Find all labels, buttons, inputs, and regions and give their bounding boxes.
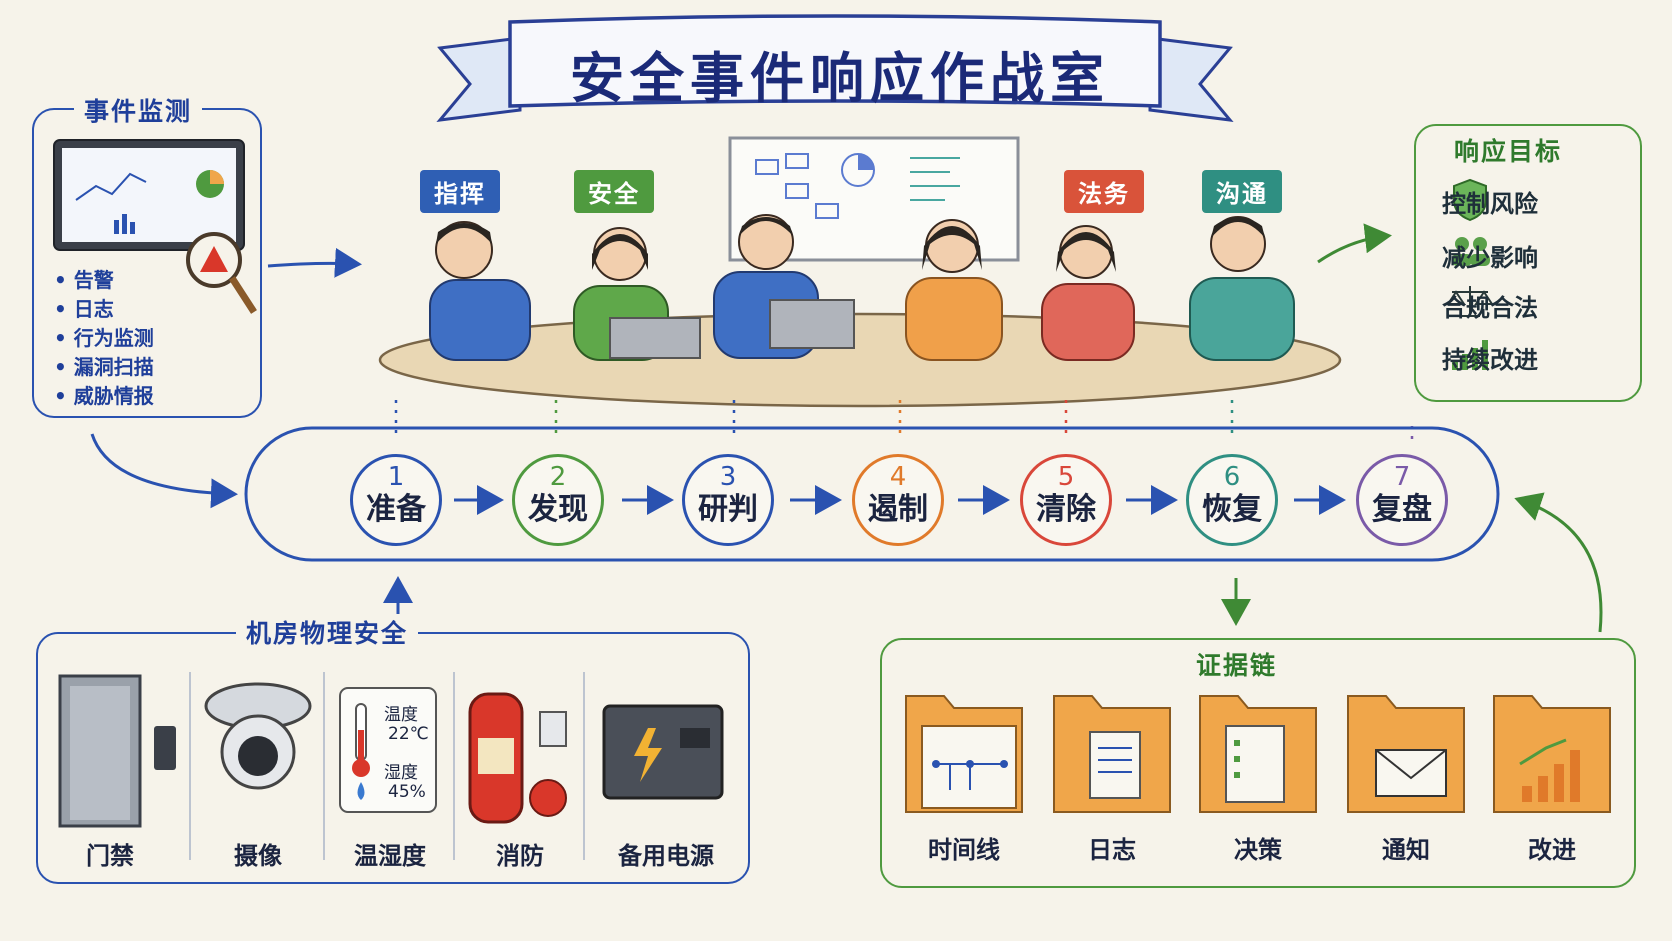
step-number: 3 (719, 462, 737, 492)
step-label: 复盘 (1372, 492, 1432, 527)
page-title: 安全事件响应作战室 (570, 47, 1110, 110)
shield-icon (1453, 178, 1487, 222)
evidence-label-decision: 决策 (1234, 836, 1282, 864)
goal-item: 控制风险 (1442, 190, 1538, 218)
step-eradicate: 5 清除 (1020, 454, 1112, 546)
physical-label-access: 门禁 (86, 842, 134, 870)
monitoring-item: 日志 (54, 295, 154, 324)
goal-item: 持续改进 (1442, 346, 1538, 374)
monitoring-list: 告警 日志 行为监测 漏洞扫描 威胁情报 (54, 266, 154, 411)
step-label: 清除 (1036, 492, 1096, 527)
role-tag-legal: 法务 (1064, 170, 1144, 213)
people-icon (1452, 237, 1490, 266)
humidity-label: 湿度 (384, 763, 418, 783)
step-prepare: 1 准备 (350, 454, 442, 546)
step-recover: 6 恢复 (1186, 454, 1278, 546)
step-label: 遏制 (868, 492, 928, 527)
goal-item: 合规合法 (1442, 294, 1538, 322)
evidence-panel (880, 638, 1636, 888)
title-banner (436, 14, 1234, 122)
temperature-value: 22℃ (388, 724, 429, 744)
evidence-folders (905, 695, 1611, 813)
monitoring-item: 威胁情报 (54, 382, 154, 411)
step-number: 5 (1057, 462, 1075, 492)
physical-label-camera: 摄像 (234, 842, 282, 870)
flow-arrows (90, 223, 1603, 633)
physical-label-fire: 消防 (496, 842, 544, 870)
power-generator-icon (602, 704, 724, 800)
role-tag-command: 指挥 (420, 170, 500, 213)
step-number: 2 (549, 462, 567, 492)
evidence-label-timeline: 时间线 (928, 836, 1000, 864)
step-number: 4 (889, 462, 907, 492)
person-commander (429, 221, 531, 361)
person-legal (1041, 225, 1135, 361)
step-number: 6 (1223, 462, 1241, 492)
physical-label-env: 温湿度 (354, 842, 426, 870)
physical-icons (58, 672, 724, 860)
monitoring-item: 告警 (54, 266, 154, 295)
person-security (573, 227, 701, 361)
goals-panel (1414, 124, 1642, 402)
folder-timeline-icon (905, 695, 1023, 813)
step-review: 7 复盘 (1356, 454, 1448, 546)
step-label: 研判 (698, 492, 758, 527)
door-icon (58, 674, 176, 828)
scale-icon (1446, 286, 1494, 317)
evidence-label-log: 日志 (1088, 836, 1136, 864)
process-pipeline (244, 426, 1500, 562)
growth-chart-icon (1452, 340, 1488, 370)
folder-log-icon (1053, 695, 1171, 813)
step-number: 1 (387, 462, 405, 492)
physical-security-title: 机房物理安全 (236, 614, 419, 650)
temperature-label: 温度 (384, 705, 418, 725)
goal-icons (1446, 178, 1494, 370)
physical-label-power: 备用电源 (618, 842, 714, 870)
step-label: 发现 (528, 492, 588, 527)
evidence-title: 证据链 (1196, 651, 1278, 680)
step-label: 恢复 (1202, 492, 1262, 527)
folder-notice-icon (1347, 695, 1465, 813)
step-label: 准备 (366, 492, 426, 527)
monitoring-item: 漏洞扫描 (54, 353, 154, 382)
person-ops (905, 219, 1003, 361)
team-members (429, 214, 1295, 361)
alert-icon (200, 246, 228, 272)
monitor-illustration (53, 139, 257, 314)
folder-decision-icon (1199, 695, 1317, 813)
step-analyze: 3 研判 (682, 454, 774, 546)
evidence-label-notice: 通知 (1382, 836, 1430, 864)
folder-improve-icon (1493, 695, 1611, 813)
monitoring-item: 行为监测 (54, 324, 154, 353)
evidence-label-improve: 改进 (1528, 836, 1576, 864)
role-tag-security: 安全 (574, 170, 654, 213)
step-number: 7 (1393, 462, 1411, 492)
step-contain: 4 遏制 (852, 454, 944, 546)
person-analyst (713, 214, 855, 359)
humidity-value: 45% (388, 782, 426, 802)
monitoring-title: 事件监测 (74, 92, 203, 128)
step-detect: 2 发现 (512, 454, 604, 546)
person-communications (1189, 216, 1295, 361)
goals-title: 响应目标 (1454, 137, 1563, 166)
goal-item: 减少影响 (1442, 244, 1538, 272)
fire-extinguisher-icon (468, 692, 567, 824)
thermometer-icon (339, 687, 437, 813)
camera-icon (204, 682, 312, 790)
role-tag-communication: 沟通 (1202, 170, 1282, 213)
